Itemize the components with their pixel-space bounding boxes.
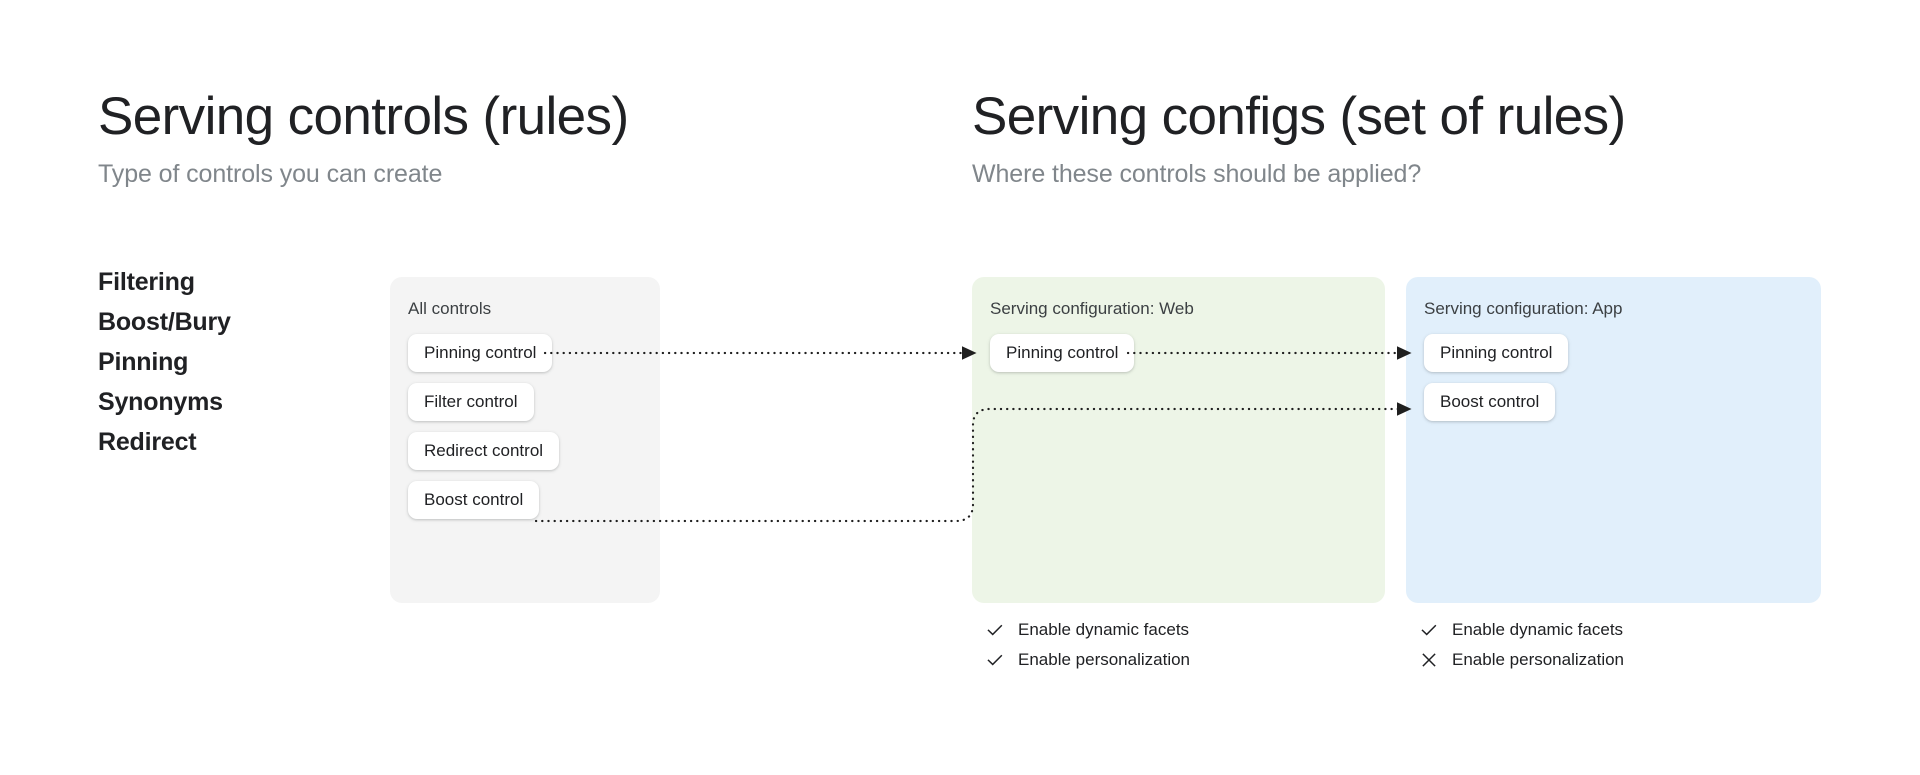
page-title-left: Serving controls (rules) bbox=[98, 87, 629, 146]
option-label: Enable dynamic facets bbox=[1018, 620, 1190, 639]
chip-pinning-control[interactable]: Pinning control bbox=[1424, 334, 1569, 373]
control-type-item: Synonyms bbox=[98, 388, 223, 416]
page-subtitle-right: Where these controls should be applied? bbox=[972, 160, 1422, 189]
chip-list-all-controls: Pinning control Filter control Redirect … bbox=[390, 334, 660, 520]
check-icon bbox=[987, 624, 1003, 636]
control-type-item: Boost/Bury bbox=[98, 308, 231, 336]
chip-list-config-app: Pinning control Boost control bbox=[1406, 334, 1821, 422]
chip-filter-control[interactable]: Filter control bbox=[408, 383, 534, 422]
left-section-heading: Serving controls (rules) Type of control… bbox=[98, 88, 629, 189]
option-label: Enable personalization bbox=[1018, 650, 1191, 669]
panel-title-config-app: Serving configuration: App bbox=[1424, 299, 1623, 318]
option-row-dynamic-facets[interactable]: Enable dynamic facets bbox=[986, 620, 1190, 640]
chip-pinning-control[interactable]: Pinning control bbox=[408, 334, 553, 373]
option-row-personalization[interactable]: Enable personalization bbox=[986, 650, 1190, 670]
option-row-dynamic-facets[interactable]: Enable dynamic facets bbox=[1420, 620, 1624, 640]
option-label: Enable dynamic facets bbox=[1452, 620, 1624, 639]
control-types-list: Filtering Boost/Bury Pinning Synonyms Re… bbox=[98, 262, 231, 462]
chip-list-config-web: Pinning control bbox=[972, 334, 1385, 373]
panel-title-all-controls: All controls bbox=[408, 299, 492, 318]
control-type-item: Filtering bbox=[98, 268, 195, 296]
panel-serving-config-web: Serving configuration: Web Pinning contr… bbox=[972, 277, 1385, 603]
option-list-config-app: Enable dynamic facets Enable personaliza… bbox=[1420, 620, 1624, 670]
chip-pinning-control[interactable]: Pinning control bbox=[990, 334, 1135, 373]
check-icon bbox=[987, 654, 1003, 666]
option-list-config-web: Enable dynamic facets Enable personaliza… bbox=[986, 620, 1190, 670]
panel-title-config-web: Serving configuration: Web bbox=[990, 299, 1194, 318]
chip-boost-control[interactable]: Boost control bbox=[408, 481, 540, 520]
control-type-item: Redirect bbox=[98, 428, 197, 456]
option-label: Enable personalization bbox=[1452, 650, 1625, 669]
panel-all-controls: All controls Pinning control Filter cont… bbox=[390, 277, 660, 603]
panel-serving-config-app: Serving configuration: App Pinning contr… bbox=[1406, 277, 1821, 603]
right-section-heading: Serving configs (set of rules) Where the… bbox=[972, 88, 1626, 189]
check-icon bbox=[1421, 624, 1437, 636]
control-type-item: Pinning bbox=[98, 348, 189, 376]
page-subtitle-left: Type of controls you can create bbox=[98, 160, 443, 189]
chip-boost-control[interactable]: Boost control bbox=[1424, 383, 1556, 422]
cross-icon bbox=[1422, 653, 1436, 667]
option-row-personalization[interactable]: Enable personalization bbox=[1420, 650, 1624, 670]
page-title-right: Serving configs (set of rules) bbox=[972, 87, 1626, 146]
chip-redirect-control[interactable]: Redirect control bbox=[408, 432, 560, 471]
